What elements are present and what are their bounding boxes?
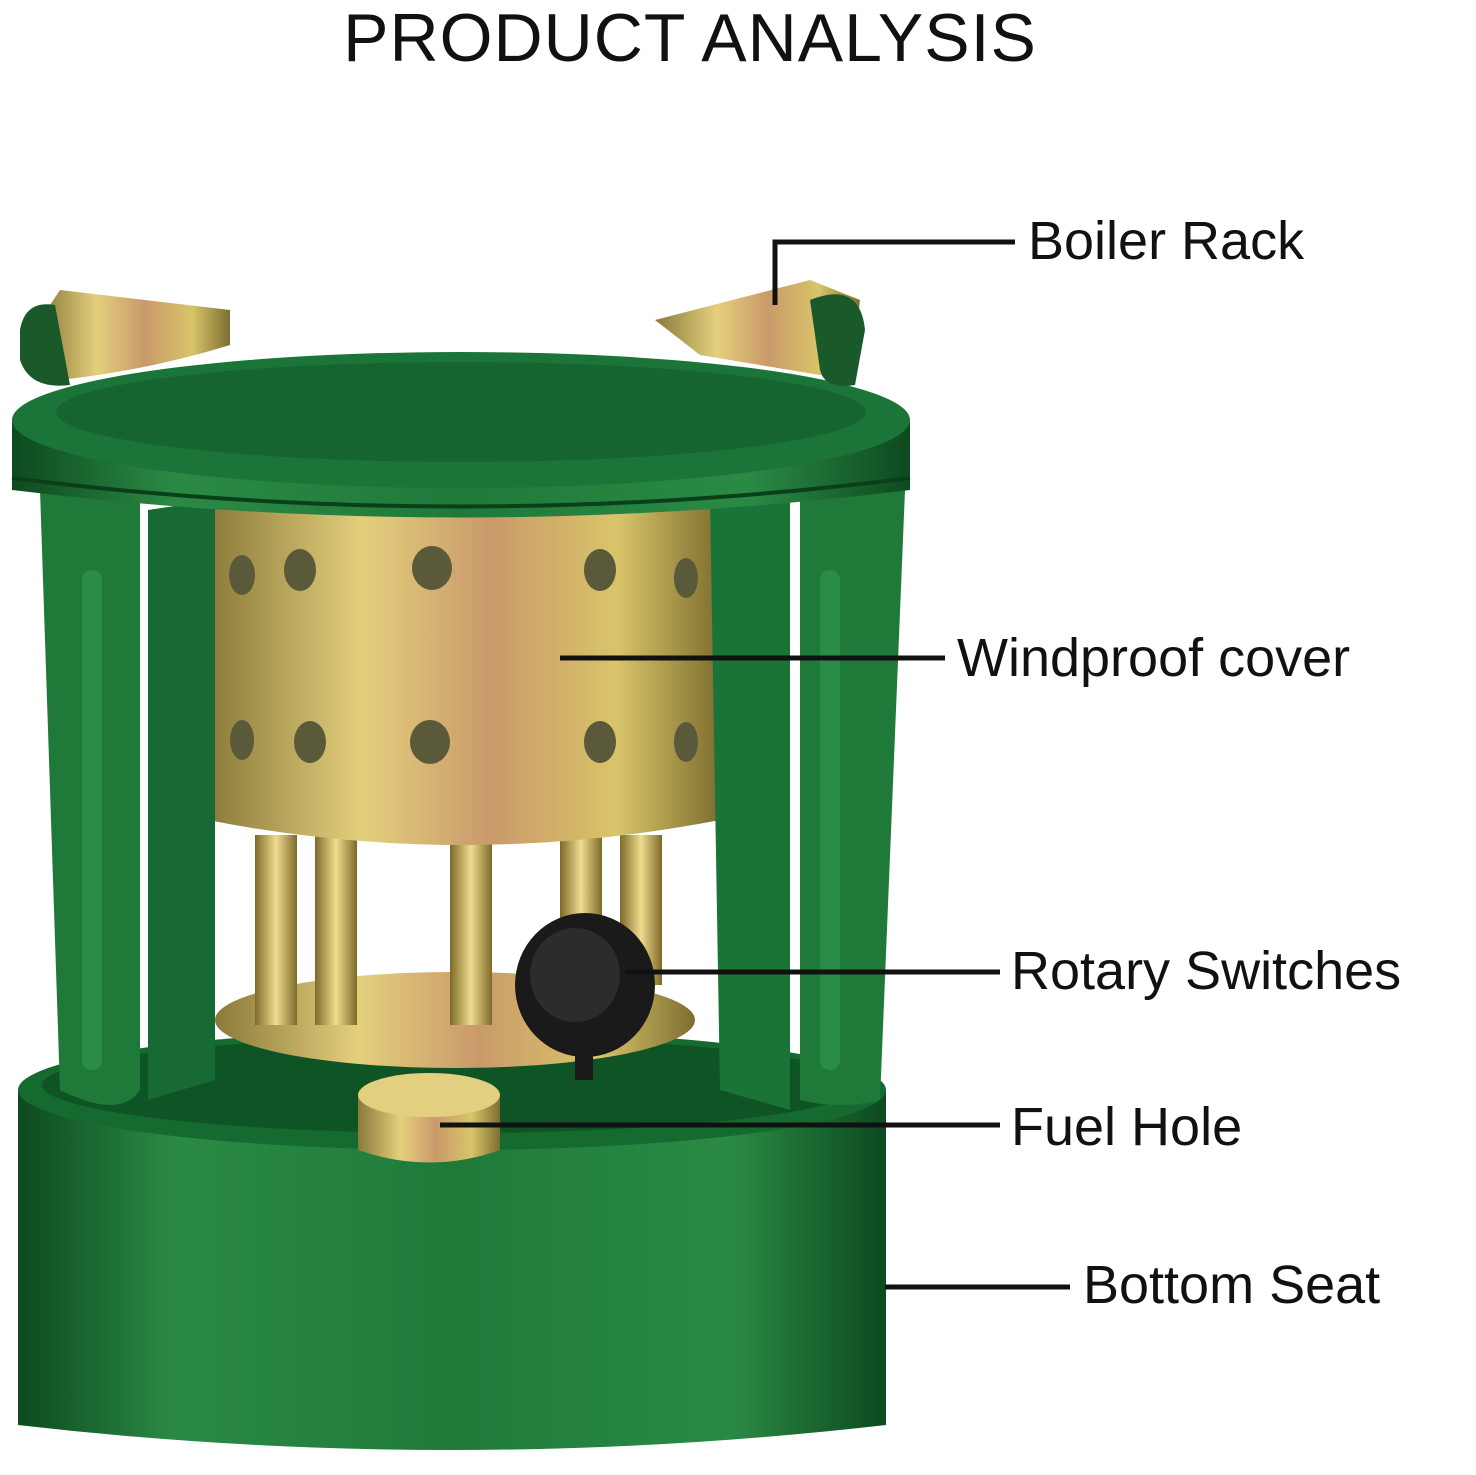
rotary-knob bbox=[515, 913, 655, 1080]
top-rim bbox=[11, 352, 911, 518]
leader-lines bbox=[440, 239, 1070, 1290]
label-bottom-seat: Bottom Seat bbox=[1083, 1255, 1381, 1315]
label-rotary-switches: Rotary Switches bbox=[1011, 941, 1402, 1001]
windproof-cover bbox=[208, 505, 720, 845]
frame-legs bbox=[40, 490, 905, 1110]
label-boiler-rack: Boiler Rack bbox=[1028, 211, 1305, 271]
fuel-hole-cap bbox=[358, 1073, 500, 1163]
leader-boiler-rack bbox=[772, 239, 1015, 305]
page-title: PRODUCT ANALYSIS bbox=[343, 0, 1037, 76]
label-windproof-cover: Windproof cover bbox=[957, 628, 1351, 688]
boiler-rack bbox=[20, 280, 865, 386]
label-fuel-hole: Fuel Hole bbox=[1011, 1097, 1243, 1157]
